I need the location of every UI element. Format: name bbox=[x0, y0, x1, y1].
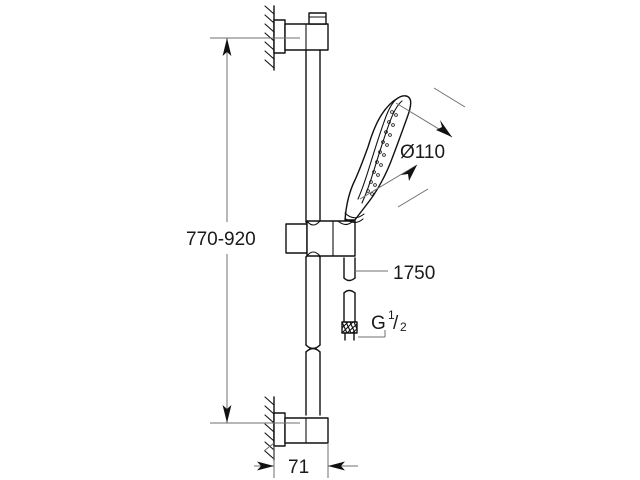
spray-face-nozzles bbox=[366, 110, 398, 196]
wall-hatching bbox=[264, 5, 275, 461]
dimension-label-head-diameter: Ø110 bbox=[400, 142, 445, 163]
dimension-label-thread-numerator: 1 bbox=[388, 308, 395, 322]
wall-hatch-tick bbox=[263, 442, 275, 452]
adjustable-slider-holder bbox=[285, 220, 356, 257]
knurled-hose-connector bbox=[341, 321, 358, 334]
bottom-wall-bracket bbox=[273, 412, 329, 447]
dimension-label-hose-length: 1750 bbox=[393, 263, 435, 284]
dimension-hose-length: 1750 bbox=[355, 263, 435, 284]
dimension-label-thread-slash: / bbox=[393, 313, 399, 334]
dimension-label-wall-projection: 71 bbox=[288, 457, 309, 478]
shower-hose bbox=[341, 257, 358, 341]
hand-shower-head bbox=[344, 95, 412, 224]
dimension-shower-head-diameter: Ø110 bbox=[359, 87, 466, 208]
dimension-label-rail-height: 770-920 bbox=[186, 229, 256, 250]
dimension-wall-projection: 71 bbox=[254, 443, 358, 478]
dimension-label-thread-denominator: 2 bbox=[400, 320, 407, 334]
dimension-rail-height: 770-920 bbox=[186, 37, 300, 424]
top-wall-bracket bbox=[273, 12, 329, 54]
dimension-thread-size: G 1 / 2 bbox=[358, 308, 407, 338]
dimension-label-thread-prefix: G bbox=[371, 313, 386, 334]
